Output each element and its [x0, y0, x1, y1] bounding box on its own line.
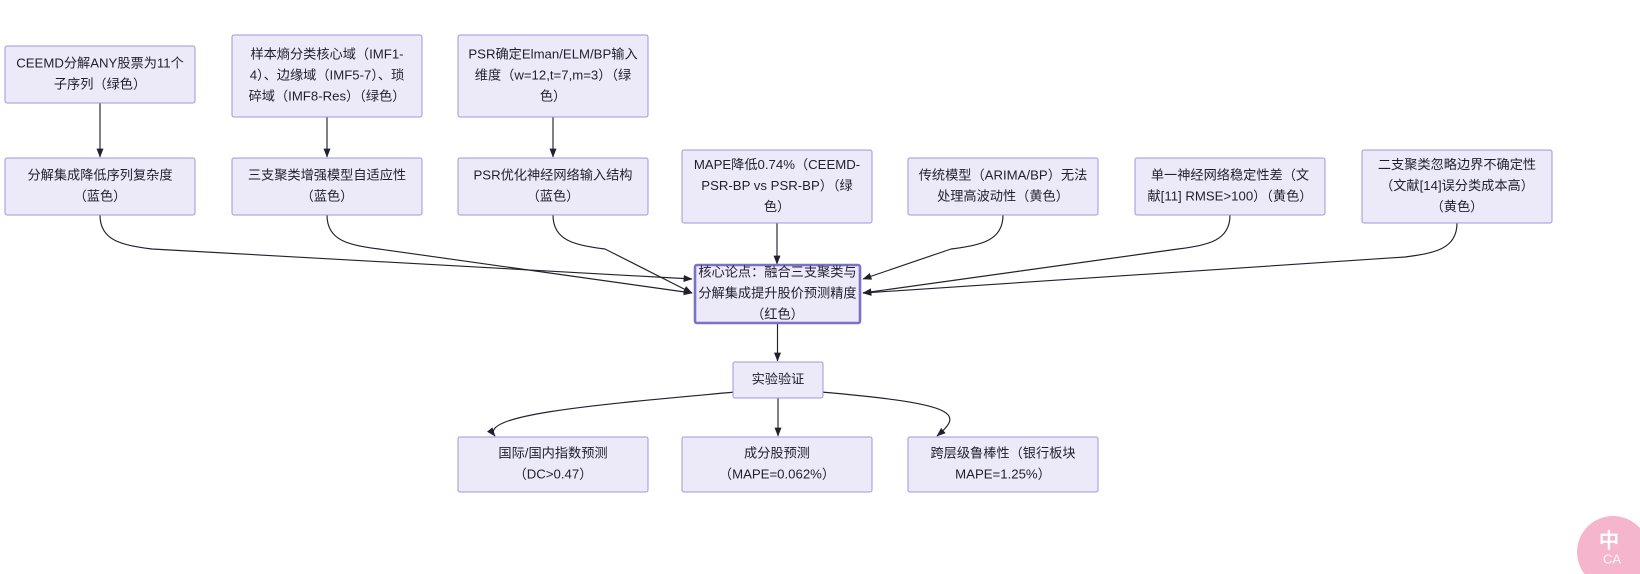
claim-decomposition-complexity[interactable]: 分解集成降低序列复杂度 （蓝色）	[4, 157, 196, 216]
edge-traditional-to-core	[862, 214, 1004, 280]
gap-two-way-clustering[interactable]: 二支聚类忽略边界不确定性 （文献[14]误分类成本高） （黄色）	[1361, 149, 1553, 224]
result-cross-level-robustness-label-line-0: 跨层级鲁棒性（银行板块	[930, 445, 1075, 460]
experiment-validation[interactable]: 实验验证	[732, 361, 824, 399]
result-constituent-stock-forecast-label-line-0: 成分股预测	[744, 445, 810, 460]
claim-decomposition-complexity-label-line-1: （蓝色）	[74, 187, 127, 203]
gap-traditional-models-box[interactable]	[907, 157, 1099, 216]
gap-single-neural-network-label-line-0: 单一神经网络稳定性差（文	[1151, 167, 1309, 182]
edges-layer	[96, 103, 1458, 437]
claim-psr-input-structure[interactable]: PSR优化神经网络输入结构 （蓝色）	[457, 157, 649, 216]
gap-two-way-clustering-label-line-2: （黄色）	[1431, 198, 1484, 214]
method-sample-entropy-label-line-1: 4）、边缘域（IMF5-7）、琐	[250, 66, 405, 82]
evidence-mape-reduction-label-line-0: MAPE降低0.74%（CEEMD-	[694, 157, 860, 172]
edge-psr-struct-to-core	[552, 214, 693, 294]
claim-psr-input-structure-label-line-0: PSR优化神经网络输入结构	[474, 167, 633, 182]
claim-three-way-clustering-adaptive-label-line-0: 三支聚类增强模型自适应性	[248, 167, 406, 182]
evidence-mape-reduction-label-line-2: 色）	[764, 198, 790, 214]
claim-three-way-clustering-adaptive-box[interactable]	[231, 157, 423, 216]
method-psr-label-line-1: 维度（w=12,t=7,m=3）（绿	[475, 67, 631, 82]
method-psr-box[interactable]	[457, 34, 649, 118]
gap-traditional-models-label-line-1: 处理高波动性（黄色）	[937, 187, 1069, 203]
gap-single-neural-network[interactable]: 单一神经网络稳定性差（文献[11] RMSE>100）（黄色）	[1134, 157, 1326, 216]
core-claim-label-line-2: （红色）	[751, 305, 804, 321]
result-index-forecast-label-line-1: （DC>0.47）	[514, 466, 593, 481]
gap-two-way-clustering-box[interactable]	[1361, 149, 1553, 224]
method-sample-entropy-label-line-0: 样本熵分类核心域（IMF1-	[250, 46, 403, 61]
experiment-validation-label-line-0: 实验验证	[752, 371, 805, 386]
result-cross-level-robustness-box[interactable]	[907, 436, 1099, 493]
evidence-mape-reduction-label-line-1: PSR-BP vs PSR-BP）（绿	[701, 178, 852, 193]
claim-psr-input-structure-label-line-1: （蓝色）	[527, 187, 580, 203]
claim-three-way-clustering-adaptive[interactable]: 三支聚类增强模型自适应性 （蓝色）	[231, 157, 423, 216]
evidence-mape-reduction-box[interactable]	[681, 149, 873, 224]
gap-two-way-clustering-label-line-0: 二支聚类忽略边界不确定性	[1378, 157, 1536, 172]
result-constituent-stock-forecast-box[interactable]	[681, 436, 873, 493]
method-ceemd-label-line-1: 子序列（绿色）	[54, 75, 146, 91]
result-cross-level-robustness-label-line-1: MAPE=1.25%）	[955, 466, 1051, 481]
core-claim-label-line-0: 核心论点：融合三支聚类与	[698, 264, 856, 279]
watermark-circle	[1577, 516, 1640, 574]
result-index-forecast[interactable]: 国际/国内指数预测 （DC>0.47）	[457, 436, 649, 493]
edge-complexity-to-core	[99, 214, 693, 283]
result-index-forecast-box[interactable]	[457, 436, 649, 493]
watermark: 中 CA	[1577, 516, 1640, 574]
claim-decomposition-complexity-label-line-0: 分解集成降低序列复杂度	[27, 167, 172, 182]
watermark-secondary-text: CA	[1603, 551, 1621, 566]
method-ceemd-box[interactable]	[4, 45, 196, 104]
edge-two-way-to-core	[862, 222, 1458, 296]
method-psr-label-line-0: PSR确定Elman/ELM/BP输入	[468, 46, 637, 61]
gap-single-neural-network-label-line-1: 献[11] RMSE>100）（黄色）	[1147, 187, 1312, 203]
result-constituent-stock-forecast-label-line-1: （MAPE=0.062%）	[719, 466, 835, 481]
edge-single-nn-to-core	[862, 214, 1231, 296]
gap-traditional-models-label-line-0: 传统模型（ARIMA/BP）无法	[919, 167, 1088, 182]
claim-decomposition-complexity-box[interactable]	[4, 157, 196, 216]
evidence-mape-reduction[interactable]: MAPE降低0.74%（CEEMD- PSR-BP vs PSR-BP）（绿色）	[681, 149, 873, 224]
method-sample-entropy-box[interactable]	[231, 34, 423, 118]
core-claim-box[interactable]	[693, 263, 862, 325]
core-claim-label-line-1: 分解集成提升股价预测精度	[698, 285, 856, 300]
edge-experiment-to-index	[486, 391, 736, 437]
result-constituent-stock-forecast[interactable]: 成分股预测 （MAPE=0.062%）	[681, 436, 873, 493]
claim-psr-input-structure-box[interactable]	[457, 157, 649, 216]
edge-experiment-to-robustness	[820, 391, 951, 437]
claim-three-way-clustering-adaptive-label-line-1: （蓝色）	[301, 187, 354, 203]
method-ceemd-label-line-0: CEEMD分解ANY股票为11个	[16, 55, 184, 70]
method-sample-entropy-label-line-2: 碎域（IMF8-Res）（绿色）	[249, 87, 406, 103]
result-cross-level-robustness[interactable]: 跨层级鲁棒性（银行板块 MAPE=1.25%）	[907, 436, 1099, 493]
watermark-primary-text: 中	[1599, 528, 1619, 552]
result-index-forecast-label-line-0: 国际/国内指数预测	[498, 445, 607, 460]
edge-adaptive-to-core	[326, 214, 693, 296]
method-psr-label-line-2: 色）	[540, 87, 566, 103]
gap-single-neural-network-box[interactable]	[1134, 157, 1326, 216]
experiment-validation-box[interactable]	[732, 361, 824, 399]
gap-two-way-clustering-label-line-1: （文献[14]误分类成本高）	[1380, 177, 1534, 193]
method-sample-entropy[interactable]: 样本熵分类核心域（IMF1- 4）、边缘域（IMF5-7）、琐碎域（IMF8-Re…	[231, 34, 423, 118]
